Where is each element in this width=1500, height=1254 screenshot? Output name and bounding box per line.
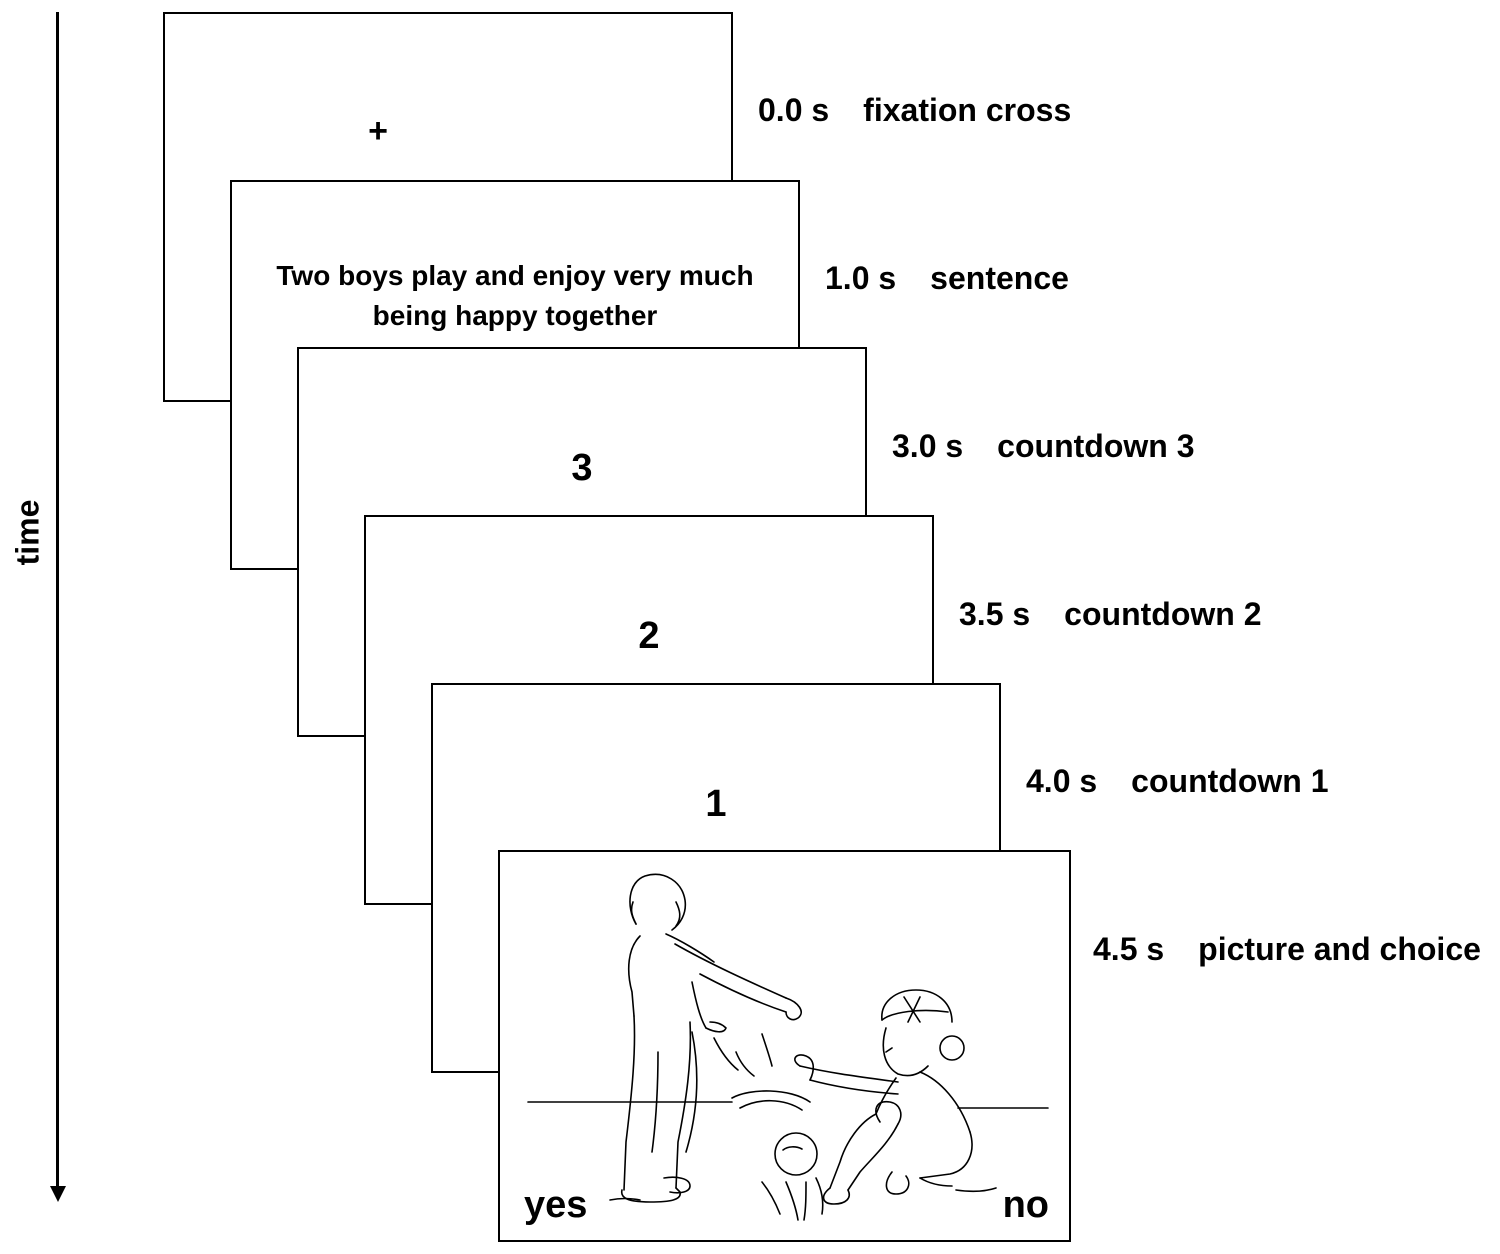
time-axis-line — [56, 12, 59, 1190]
sentence-line-1: Two boys play and enjoy very much — [276, 260, 754, 291]
step-name: countdown 1 — [1131, 763, 1329, 799]
step-label-picture-choice: 4.5 s picture and choice — [1093, 931, 1481, 968]
choice-yes: yes — [524, 1184, 588, 1226]
step-label-countdown-3: 3.0 s countdown 3 — [892, 428, 1194, 465]
sentence-line-2: being happy together — [372, 300, 658, 331]
choice-no: no — [1002, 1184, 1049, 1226]
step-time: 4.0 s — [1026, 763, 1098, 799]
step-time: 3.5 s — [959, 596, 1031, 632]
step-name: countdown 2 — [1064, 596, 1262, 632]
step-time: 3.0 s — [892, 428, 964, 464]
step-label-fixation: 0.0 s fixation cross — [758, 92, 1071, 129]
step-time: 4.5 s — [1093, 931, 1165, 967]
step-label-countdown-2: 3.5 s countdown 2 — [959, 596, 1261, 633]
fixation-cross-symbol: + — [368, 112, 388, 150]
countdown-number: 3 — [571, 447, 593, 489]
countdown-number: 2 — [638, 615, 660, 657]
step-name: countdown 3 — [997, 428, 1195, 464]
time-axis-label: time — [9, 499, 46, 566]
step-time: 0.0 s — [758, 92, 830, 128]
step-name: fixation cross — [863, 92, 1072, 128]
step-label-countdown-1: 4.0 s countdown 1 — [1026, 763, 1328, 800]
step-time: 1.0 s — [825, 260, 897, 296]
boys-playing-illustration — [527, 873, 1049, 1221]
step-name: picture and choice — [1198, 931, 1481, 967]
frame-picture-and-choice: yes no — [498, 850, 1071, 1242]
step-name: sentence — [930, 260, 1069, 296]
time-axis-arrowhead — [50, 1186, 66, 1202]
countdown-number: 1 — [705, 783, 727, 825]
step-label-sentence: 1.0 s sentence — [825, 260, 1069, 297]
